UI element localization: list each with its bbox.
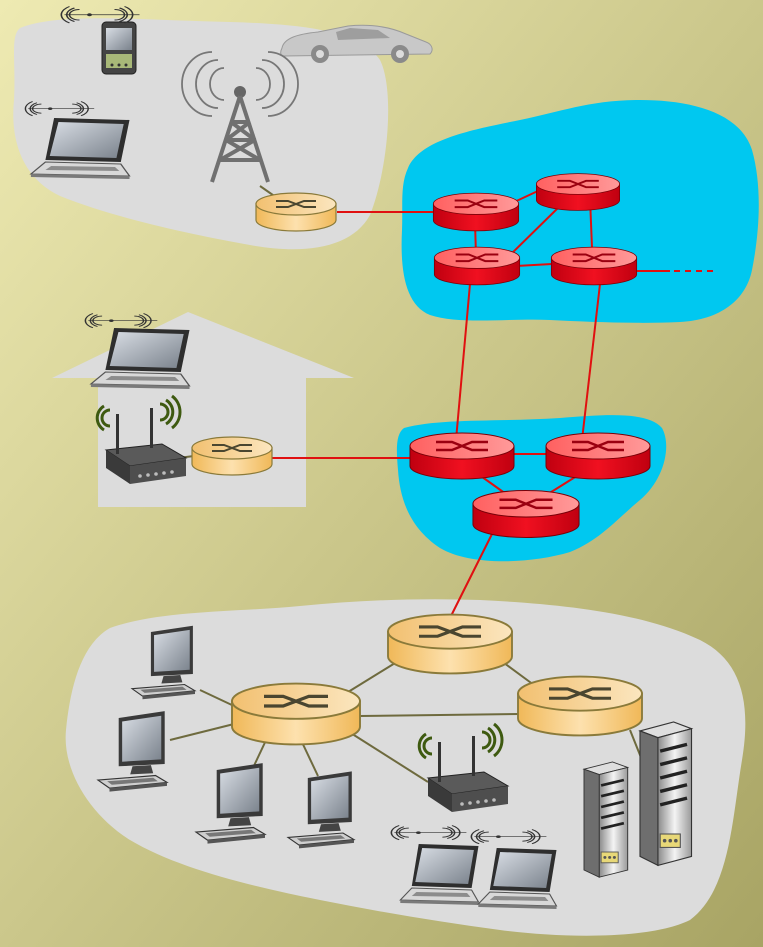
global-router-b [535, 172, 621, 212]
link-global-c-d [515, 263, 553, 267]
server-icon [582, 760, 630, 879]
link-global-to-regional-left [455, 283, 471, 441]
regional-router-c [471, 489, 581, 539]
enterprise-router-a [230, 681, 362, 747]
link-global-to-regional-right [581, 283, 601, 441]
link-ent-a-wap [345, 729, 429, 783]
global-router-c [433, 246, 521, 286]
global-router-a [432, 192, 520, 232]
home-edge-router [191, 436, 273, 476]
link-global-b-c [504, 203, 563, 261]
link-ent-a-c [359, 713, 521, 717]
smartphone-icon [101, 21, 137, 75]
mobile-network-region [13, 18, 389, 250]
enterprise-router-b [386, 612, 514, 676]
regional-router-a [408, 431, 516, 481]
link-ent-a-desktop1 [199, 689, 235, 707]
car-icon [280, 24, 433, 63]
server-icon [638, 720, 694, 868]
cell-tower-icon [181, 51, 299, 183]
regional-router-b [544, 431, 652, 481]
link-regional-to-enterprise [449, 529, 495, 619]
global-router-d [550, 246, 638, 286]
mobile-edge-router [255, 192, 337, 232]
link-ent-a-desktop2 [169, 723, 235, 741]
enterprise-router-c [516, 674, 644, 738]
